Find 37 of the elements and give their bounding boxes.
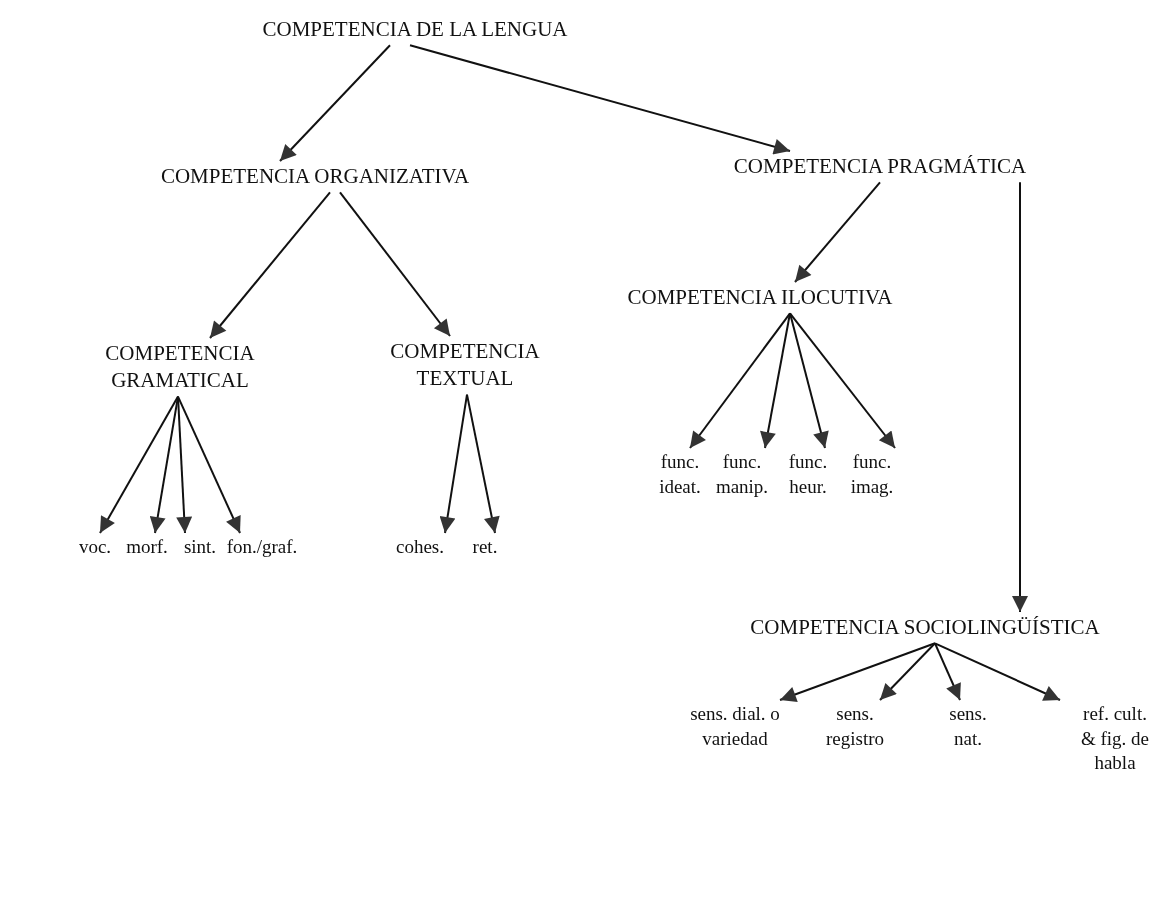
arrow xyxy=(760,312,791,449)
arrow xyxy=(934,642,1061,701)
arrow xyxy=(339,191,451,337)
concept-label: sens. registro xyxy=(815,702,895,752)
arrow xyxy=(879,642,936,701)
concept-label: COMPETENCIA PRAGMÁTICA xyxy=(690,153,1070,181)
concept-label: func. imag. xyxy=(842,450,902,500)
concept-label: COMPETENCIA TEXTUAL xyxy=(370,338,560,393)
concept-label: morf. xyxy=(122,535,172,560)
arrow xyxy=(409,44,791,155)
concept-label: COMPETENCIA GRAMATICAL xyxy=(85,340,275,395)
concept-label: func. manip. xyxy=(710,450,774,500)
concept-label: ref. cult. & fig. de habla xyxy=(1075,702,1155,777)
concept-label: sens. dial. o variedad xyxy=(685,702,785,752)
arrow xyxy=(789,312,896,449)
concept-label: ret. xyxy=(463,535,507,560)
concept-label: COMPETENCIA ORGANIZATIVA xyxy=(105,163,525,191)
concept-label: func. ideat. xyxy=(650,450,710,500)
concept-label: COMPETENCIA ILOCUTIVA xyxy=(610,284,910,312)
arrow xyxy=(99,395,179,534)
arrow xyxy=(789,312,829,449)
concept-label: sens. nat. xyxy=(938,702,998,752)
concept-label: COMPETENCIA DE LA LENGUA xyxy=(205,16,625,44)
arrow xyxy=(689,312,791,449)
concept-label: cohes. xyxy=(388,535,452,560)
arrow xyxy=(1012,181,1028,613)
arrow xyxy=(279,44,391,162)
arrow xyxy=(209,191,331,339)
concept-label: voc. xyxy=(70,535,120,560)
arrow xyxy=(176,395,193,534)
arrow xyxy=(779,642,936,702)
concept-label: func. heur. xyxy=(778,450,838,500)
arrow xyxy=(177,395,241,534)
arrow xyxy=(794,181,881,283)
concept-label: COMPETENCIA SOCIOLINGÜÍSTICA xyxy=(705,614,1145,642)
arrow xyxy=(466,393,500,534)
arrow xyxy=(934,642,961,701)
